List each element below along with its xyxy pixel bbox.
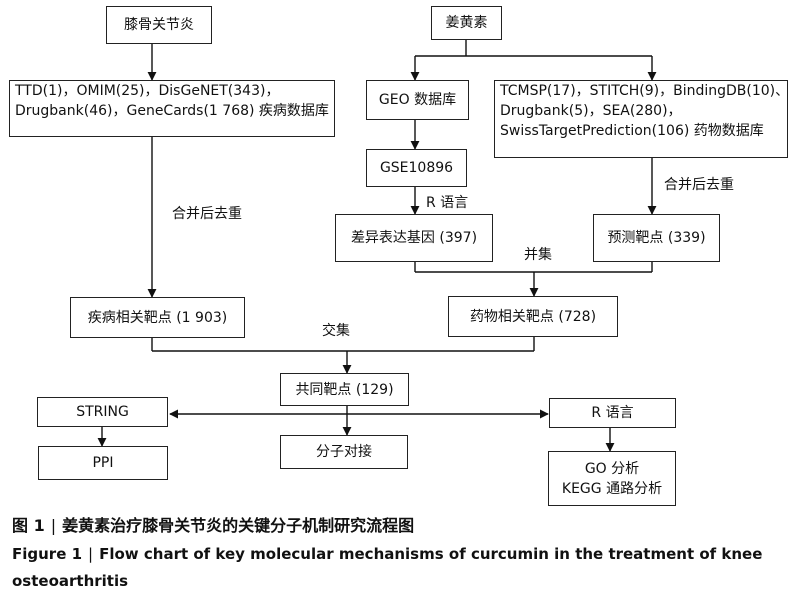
node-predicted-targets: 预测靶点 (339)	[593, 214, 720, 262]
label-r-language: R 语言	[426, 195, 469, 211]
caption-en-separator: |	[88, 545, 94, 563]
node-go-kegg: GO 分析 KEGG 通路分析	[548, 451, 676, 506]
node-geo-db: GEO 数据库	[366, 80, 469, 120]
caption-cn-text: 姜黄素治疗膝骨关节炎的关键分子机制研究流程图	[62, 516, 415, 535]
node-predicted-targets-label: 预测靶点 (339)	[607, 230, 706, 246]
node-geo-db-label: GEO 数据库	[378, 92, 457, 108]
node-curcumin-label: 姜黄素	[445, 15, 488, 31]
node-disease-db: TTD(1)，OMIM(25)，DisGeNET(343)， Drugbank(…	[9, 80, 335, 137]
node-disease-targets-label: 疾病相关靶点 (1 903)	[87, 309, 228, 326]
node-gse-label: GSE10896	[379, 160, 454, 176]
node-gse: GSE10896	[366, 149, 467, 187]
caption-cn-separator: |	[50, 516, 57, 535]
caption-en-fig: Figure 1	[12, 545, 83, 563]
node-drug-db-line1: TCMSP(17)，STITCH(9)，BindingDB(10)、	[500, 83, 790, 99]
node-disease-db-line1: TTD(1)，OMIM(25)，DisGeNET(343)，	[15, 83, 280, 99]
node-go-label: GO 分析	[584, 460, 640, 477]
node-docking-label: 分子对接	[316, 444, 372, 460]
node-string-label: STRING	[76, 404, 129, 420]
caption-cn-fig: 图 1	[12, 516, 45, 535]
node-common-targets-label: 共同靶点 (129)	[295, 381, 394, 398]
node-ppi: PPI	[38, 446, 168, 480]
node-drug-db: TCMSP(17)，STITCH(9)，BindingDB(10)、 Drugb…	[494, 80, 790, 158]
node-drug-targets-label: 药物相关靶点 (728)	[469, 308, 597, 325]
node-ppi-label: PPI	[92, 455, 114, 471]
node-disease-targets: 疾病相关靶点 (1 903)	[70, 297, 245, 338]
node-deg: 差异表达基因 (397)	[335, 214, 493, 262]
node-r-language: R 语言	[549, 398, 676, 428]
label-merge-dedup-right: 合并后去重	[664, 177, 734, 193]
node-docking: 分子对接	[280, 435, 408, 469]
node-disease-db-line2: Drugbank(46)，GeneCards(1 768) 疾病数据库	[15, 103, 329, 119]
node-knee-oa-label: 膝骨关节炎	[124, 17, 194, 33]
node-curcumin: 姜黄素	[431, 6, 502, 40]
node-string: STRING	[37, 397, 168, 427]
node-deg-label: 差异表达基因 (397)	[350, 230, 478, 246]
node-knee-oa: 膝骨关节炎	[106, 6, 212, 44]
label-intersection: 交集	[322, 323, 350, 339]
caption-en: Figure 1 |Flow chart of key molecular mec…	[12, 541, 772, 595]
node-drug-targets: 药物相关靶点 (728)	[448, 296, 618, 337]
node-common-targets: 共同靶点 (129)	[280, 373, 409, 406]
label-union: 并集	[524, 247, 552, 263]
node-kegg-label: KEGG 通路分析	[561, 480, 663, 497]
node-drug-db-line2: Drugbank(5)，SEA(280)，	[500, 103, 682, 119]
node-drug-db-line3: SwissTargetPrediction(106) 药物数据库	[500, 123, 764, 139]
caption-en-text: Flow chart of key molecular mechanisms o…	[12, 545, 763, 590]
caption-cn: 图 1 | 姜黄素治疗膝骨关节炎的关键分子机制研究流程图	[12, 512, 414, 536]
label-merge-dedup-left: 合并后去重	[172, 206, 242, 222]
node-r-language-label: R 语言	[591, 405, 634, 421]
